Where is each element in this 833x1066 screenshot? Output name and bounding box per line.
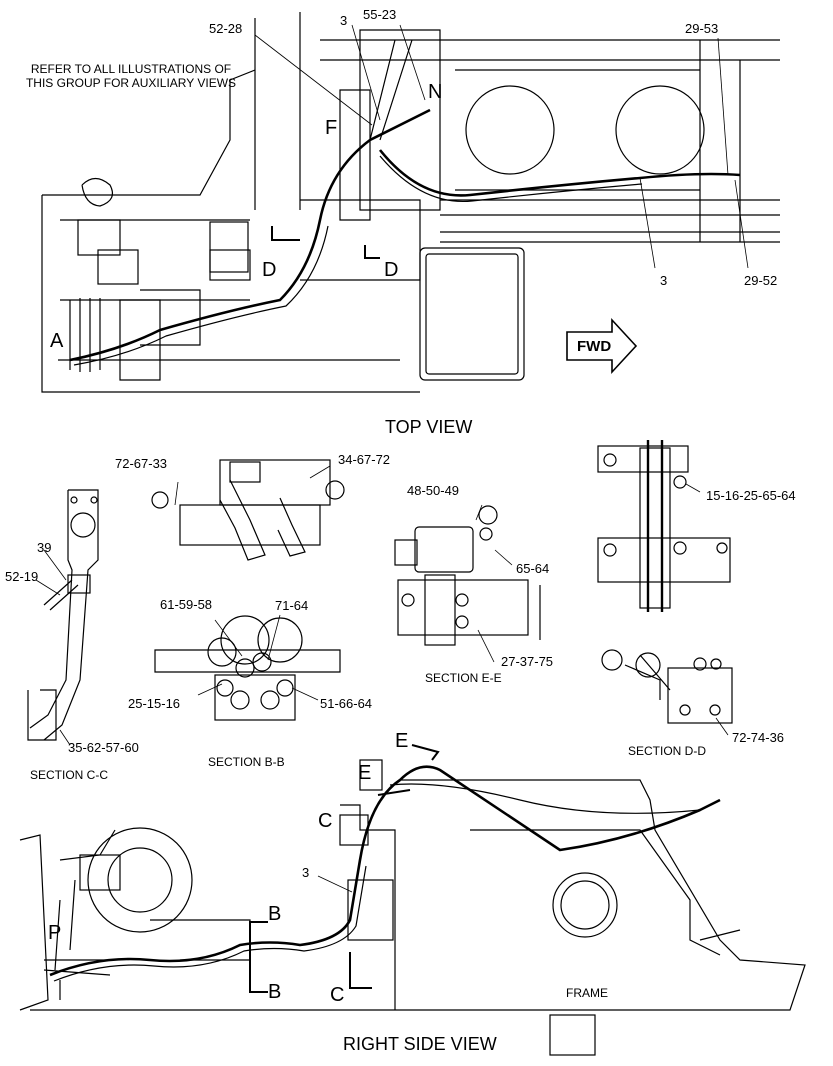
right-side-view-title: RIGHT SIDE VIEW <box>343 1034 497 1054</box>
frame-label: FRAME <box>566 986 608 1000</box>
callout-35-62-57-60: 35-62-57-60 <box>68 740 139 755</box>
section-dd-title: SECTION D-D <box>628 744 706 758</box>
view-letter-n: N <box>428 81 443 103</box>
view-letter-b-upper: B <box>268 903 282 925</box>
callout-29-53: 29-53 <box>685 21 719 36</box>
callout-25-15-16: 25-15-16 <box>128 696 181 711</box>
forward-direction-label: FWD <box>577 338 612 355</box>
view-letter-c-lower: C <box>330 984 345 1006</box>
note-line-1: REFER TO ALL ILLUSTRATIONS OF <box>30 62 232 76</box>
section-bb-lower-drawing <box>154 614 341 721</box>
view-letter-e-lower: E <box>358 762 372 784</box>
view-letter-d-left: D <box>262 259 277 281</box>
note-line-2: THIS GROUP FOR AUXILIARY VIEWS <box>25 76 237 90</box>
section-cc-drawing <box>27 489 99 746</box>
callout-72-74-36: 72-74-36 <box>732 730 785 745</box>
callout-3-side: 3 <box>302 865 310 880</box>
callout-29-52: 29-52 <box>744 273 778 288</box>
right-side-view-drawing <box>19 744 806 1056</box>
view-letter-b-lower: B <box>268 981 282 1003</box>
view-letter-f: F <box>325 117 338 139</box>
section-dd-lower-drawing <box>601 649 733 736</box>
callout-51-66-64: 51-66-64 <box>320 696 373 711</box>
section-dd-upper-drawing <box>597 440 731 612</box>
section-ee-title: SECTION E-E <box>425 671 502 685</box>
section-ee-drawing <box>394 504 541 663</box>
view-letter-a: A <box>50 330 64 352</box>
view-letter-d-right: D <box>384 259 399 281</box>
top-view-title: TOP VIEW <box>385 417 473 437</box>
section-bb-upper-drawing <box>151 459 345 561</box>
section-cc-title: SECTION C-C <box>30 768 108 782</box>
callout-65-64: 65-64 <box>516 561 550 576</box>
auxiliary-views-note: REFER TO ALL ILLUSTRATIONS OF THIS GROUP… <box>6 62 256 90</box>
section-bb-title: SECTION B-B <box>208 755 285 769</box>
callout-55-23: 55-23 <box>363 7 397 22</box>
callout-61-59-58: 61-59-58 <box>160 597 213 612</box>
callout-72-67-33: 72-67-33 <box>115 456 168 471</box>
callout-48-50-49: 48-50-49 <box>407 483 460 498</box>
callout-52-19: 52-19 <box>5 569 39 584</box>
callout-27-37-75: 27-37-75 <box>501 654 554 669</box>
top-view-drawing <box>41 12 780 393</box>
callout-71-64: 71-64 <box>275 598 309 613</box>
callout-3-mid: 3 <box>660 273 668 288</box>
view-letter-e-upper: E <box>395 730 409 752</box>
view-letter-c-upper: C <box>318 810 333 832</box>
callout-52-28: 52-28 <box>209 21 243 36</box>
callout-3-top: 3 <box>340 13 348 28</box>
view-letter-p: P <box>48 922 62 944</box>
callout-34-67-72: 34-67-72 <box>338 452 391 467</box>
callout-39: 39 <box>37 540 52 555</box>
callout-15-16-25-65-64: 15-16-25-65-64 <box>706 488 796 503</box>
